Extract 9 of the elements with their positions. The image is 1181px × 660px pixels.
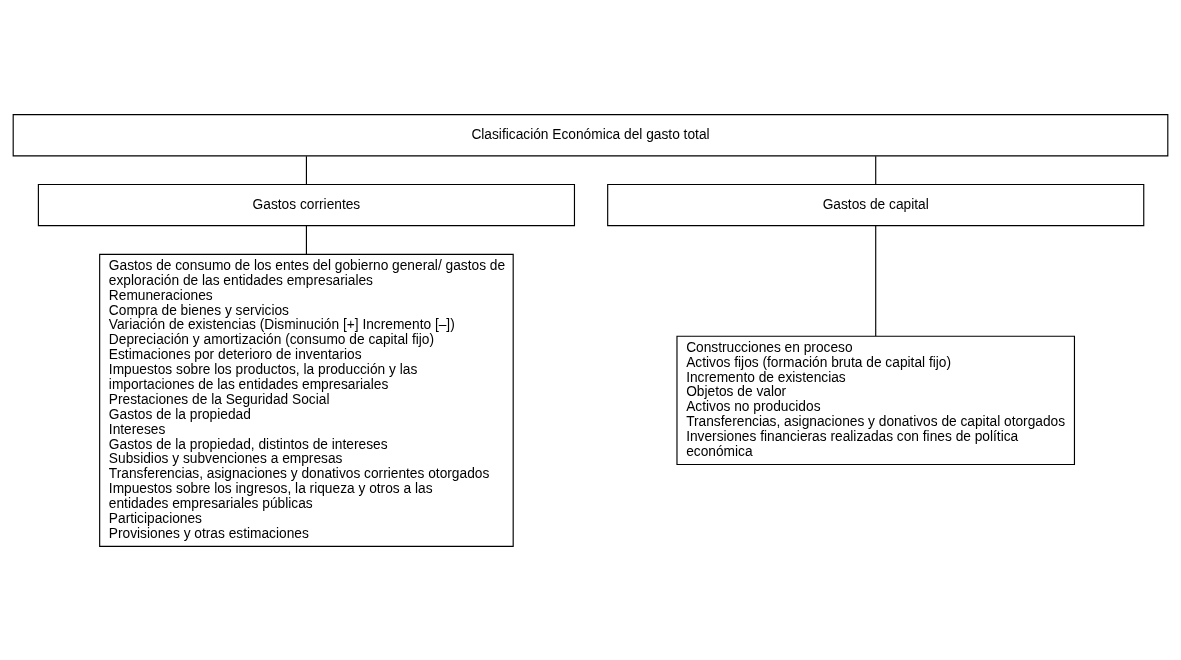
connector <box>875 155 877 185</box>
node-box: Gastos de capital <box>607 183 1145 226</box>
connector <box>305 155 307 185</box>
connector <box>305 224 307 255</box>
node-box: Construcciones en proceso Activos fijos (formación bruta de capital fijo) Incremento de existencias Objetos de valor Activos no producidos Transferencias, asignaciones y donativos de capital otorgados Inversiones financieras realizadas con fines de política económica <box>676 335 1076 465</box>
node-box: Clasificación Económica del gasto total <box>12 113 1169 156</box>
node-box: Gastos corrientes <box>37 183 576 226</box>
connector <box>875 224 877 337</box>
node-box: Gastos de consumo de los entes del gobierno general/ gastos de exploración de las entidades empresariales Remuneraciones Compra de bienes y servicios Variación de existencias (Disminución [+] Incremento [–]) Depreciación y amortización (consumo de capital fijo) Estimaciones por deterioro de inventarios Impuestos sobre los productos, la producción y las importaciones de las entidades empresariales Prestaciones de la Seguridad Social Gastos de la propiedad Intereses Gastos de la propiedad, distintos de intereses Subsidios y subvenciones a empresas Transferencias, asignaciones y donativos corrientes otorgados Impuestos sobre los ingresos, la riqueza y otros a las entidades empresariales públicas Participaciones Provisiones y otras estimaciones <box>99 253 514 547</box>
